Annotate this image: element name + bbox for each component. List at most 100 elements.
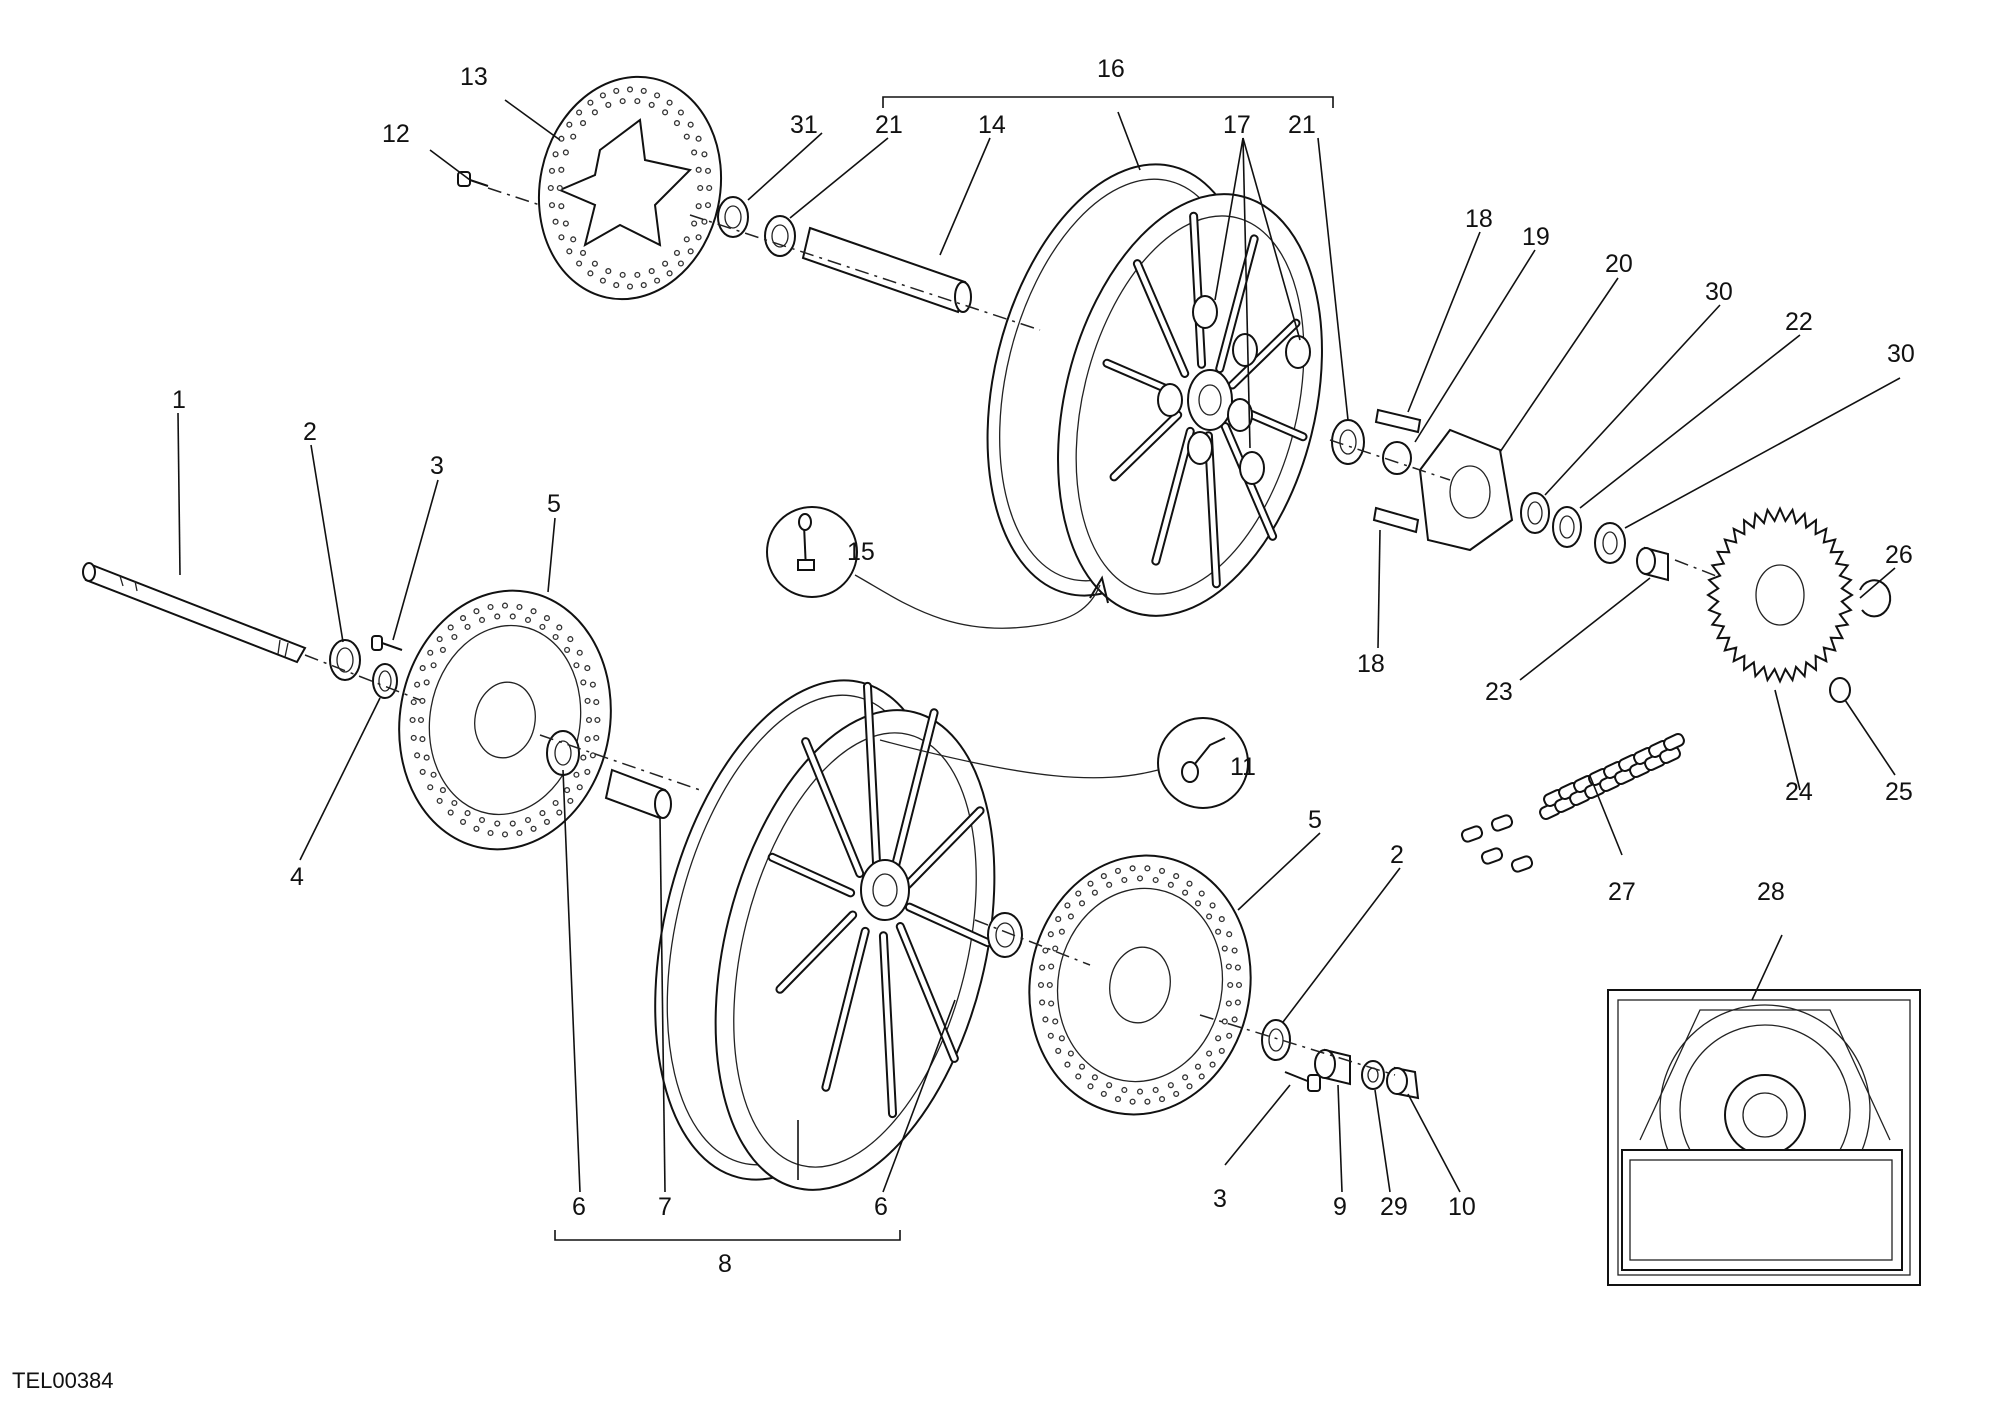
disc-hole bbox=[584, 665, 591, 672]
carrier-bearing-outer bbox=[1594, 522, 1626, 564]
disc-hole bbox=[1129, 865, 1136, 872]
disc-hole bbox=[566, 121, 573, 128]
callout-18: 18 bbox=[1357, 650, 1385, 678]
disc-hole bbox=[447, 809, 454, 816]
disc-hole bbox=[587, 270, 594, 277]
front-disc-screw-left bbox=[371, 635, 403, 651]
disc-hole bbox=[654, 277, 661, 284]
disc-hole bbox=[1100, 873, 1107, 880]
disc-hole bbox=[1218, 916, 1225, 923]
disc-hole bbox=[1114, 867, 1122, 874]
disc-hole bbox=[1225, 1000, 1232, 1007]
disc-hole bbox=[567, 636, 574, 643]
disc-hole bbox=[1055, 1047, 1062, 1054]
callout-10: 10 bbox=[1448, 1193, 1476, 1221]
disc-hole bbox=[1052, 945, 1059, 952]
disc-hole bbox=[423, 754, 430, 761]
disc-hole bbox=[419, 665, 426, 672]
disc-hole bbox=[552, 218, 559, 225]
disc-hole bbox=[494, 613, 501, 620]
rear-seal bbox=[717, 196, 749, 238]
disc-hole bbox=[673, 249, 681, 256]
rear-bearing-left bbox=[764, 215, 796, 257]
wheel-spoke-inner bbox=[803, 739, 863, 876]
disc-hole bbox=[704, 202, 712, 209]
disc-hole bbox=[662, 260, 669, 267]
disc-hole bbox=[1136, 875, 1144, 882]
callout-13: 13 bbox=[460, 63, 488, 91]
disc-hole bbox=[1186, 880, 1193, 887]
disc-hole bbox=[1182, 1074, 1189, 1081]
callout-4: 4 bbox=[290, 863, 304, 891]
disc-hole bbox=[409, 716, 416, 724]
disc-hole bbox=[436, 797, 443, 804]
callout-31: 31 bbox=[790, 111, 818, 139]
disc-hole bbox=[1047, 931, 1054, 938]
disc-hole bbox=[1194, 900, 1202, 907]
disc-hole bbox=[695, 203, 702, 210]
disc-hole bbox=[591, 260, 598, 267]
disc-hole bbox=[430, 771, 437, 778]
disc-hole bbox=[673, 120, 681, 127]
disc-hole bbox=[1209, 1061, 1216, 1068]
disc-hole bbox=[570, 236, 577, 243]
disc-hole bbox=[576, 649, 583, 656]
disc-hole bbox=[1121, 876, 1128, 884]
disc-hole bbox=[1173, 873, 1180, 880]
rear-wheel bbox=[986, 163, 1323, 617]
disc-hole bbox=[414, 681, 421, 688]
disc-hole bbox=[1234, 964, 1241, 971]
disc-hole bbox=[573, 662, 580, 669]
disc-hole bbox=[417, 716, 425, 724]
front-tire-valve bbox=[879, 717, 1249, 809]
disc-hole bbox=[591, 109, 598, 116]
callout-11: 11 bbox=[1230, 753, 1256, 781]
disc-hole bbox=[701, 151, 708, 158]
callout-17: 17 bbox=[1223, 111, 1251, 139]
disc-hole bbox=[613, 282, 620, 289]
callout-29: 29 bbox=[1380, 1193, 1408, 1221]
wheel-spoke-inner bbox=[1153, 428, 1193, 564]
disc-hole bbox=[1231, 1016, 1238, 1023]
disc-hole bbox=[1186, 1083, 1193, 1090]
disc-hole bbox=[687, 121, 694, 128]
disc-hole bbox=[687, 248, 694, 255]
disc-hole bbox=[419, 768, 426, 775]
disc-hole bbox=[1078, 1063, 1086, 1070]
carrier-seal bbox=[1552, 506, 1582, 548]
callout-30: 30 bbox=[1705, 278, 1733, 306]
disc-hole bbox=[640, 282, 647, 289]
disc-hole bbox=[487, 829, 494, 837]
callout-30: 30 bbox=[1887, 340, 1915, 368]
disc-hole bbox=[1206, 1050, 1213, 1057]
wheel-spoke-inner bbox=[1134, 261, 1188, 376]
disc-hole bbox=[576, 260, 583, 267]
disc-hole bbox=[1198, 890, 1205, 897]
sprocket-carrier bbox=[1418, 428, 1514, 552]
disc-hole bbox=[516, 829, 523, 837]
disc-hole bbox=[1087, 1083, 1094, 1090]
disc-hole bbox=[1067, 1050, 1074, 1057]
disc-hole bbox=[1144, 1098, 1151, 1105]
rear-disc-screw bbox=[457, 171, 489, 187]
disc-hole bbox=[524, 616, 532, 624]
front-disc-screw-right bbox=[1284, 1071, 1321, 1092]
disc-hole bbox=[593, 734, 600, 741]
disc-hole bbox=[1114, 1096, 1122, 1103]
disc-hole bbox=[501, 831, 509, 838]
callout-12: 12 bbox=[382, 120, 410, 148]
disc-hole bbox=[451, 633, 458, 641]
callout-2: 2 bbox=[1390, 841, 1404, 869]
disc-hole bbox=[556, 809, 563, 816]
callout-20: 20 bbox=[1605, 250, 1633, 278]
bracket-16 bbox=[882, 96, 1334, 108]
disc-hole bbox=[683, 133, 690, 140]
wheel-spoke-inner bbox=[1111, 412, 1181, 480]
disc-hole bbox=[599, 92, 606, 99]
disc-hole bbox=[552, 633, 559, 641]
disc-hole bbox=[579, 249, 587, 256]
disc-hole bbox=[1221, 945, 1228, 952]
disc-hole bbox=[570, 133, 577, 140]
disc-hole bbox=[580, 679, 587, 686]
